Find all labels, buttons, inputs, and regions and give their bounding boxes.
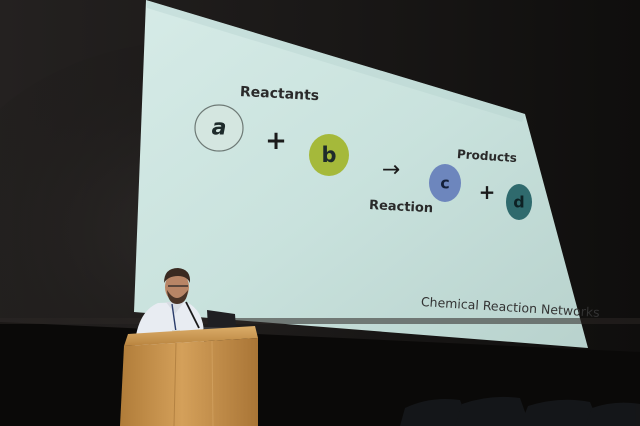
presenter-collar [166,302,184,314]
plus-operator-reactants: + [265,126,287,156]
presenter-hair [164,268,191,283]
audience-seats [400,396,640,426]
lanyard [171,303,177,333]
reaction-arrow-icon: → [381,157,401,183]
species-c-label: c [440,173,450,193]
species-a-label: a [211,115,227,141]
species-d-label: d [513,192,525,212]
species-a-node [194,104,244,152]
presenter-beard [167,290,188,304]
podium [120,326,258,426]
presenter-head [165,272,189,302]
species-b-node [309,134,349,176]
projection-screen [134,0,588,348]
stage-edge [0,318,640,324]
plus-operator-products: + [478,180,496,204]
species-b-label: b [321,143,337,167]
screen-top-shadow [146,0,525,122]
species-c-node [429,164,461,202]
microphone [185,301,200,329]
species-d-node [506,184,532,220]
